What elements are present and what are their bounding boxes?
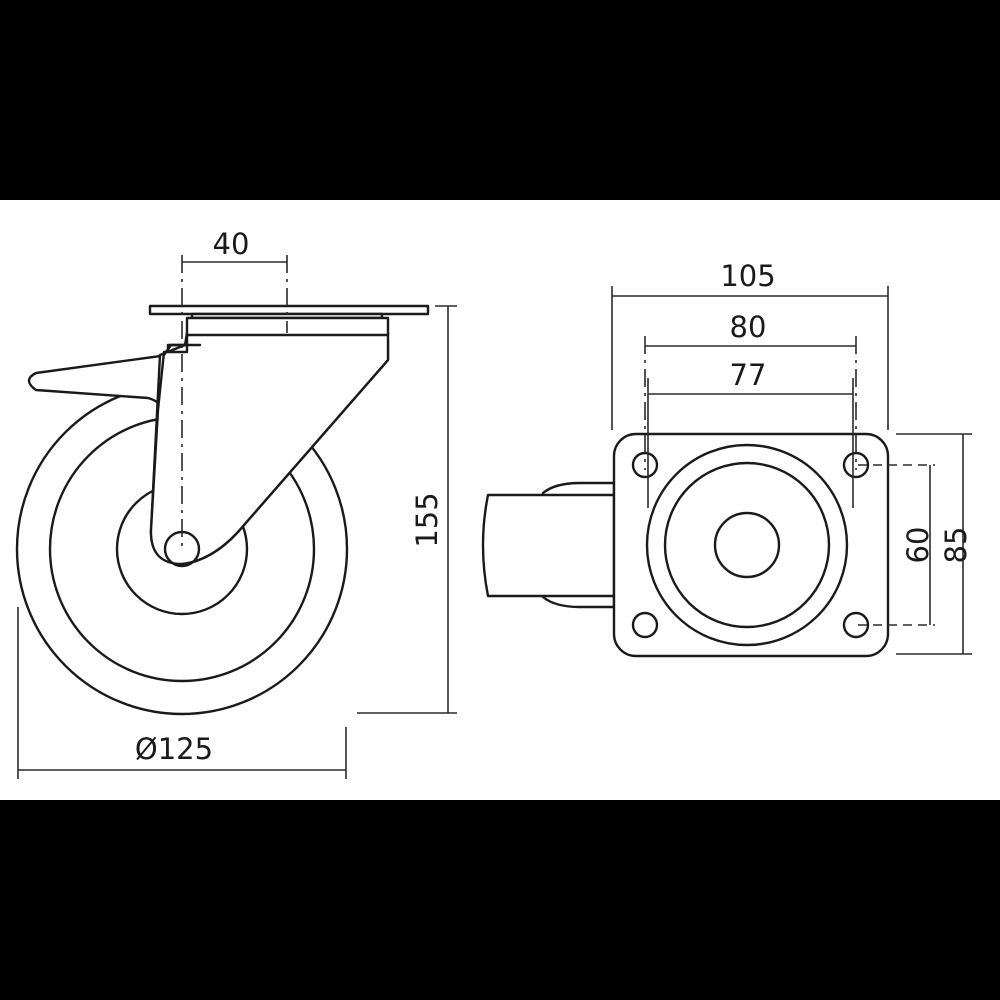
top-view: 105 80 77 60 85 [481,259,973,658]
wheel-side-top [481,493,616,598]
bearing-inner-circle [663,461,831,629]
bolt-hole-bottom-right [842,611,870,639]
technical-drawing: 40 155 Ø125 [15,227,973,779]
drawing-canvas: 40 155 Ø125 [0,200,1000,800]
side-view: 40 155 Ø125 [15,227,457,779]
top-black-band [0,0,1000,200]
kingpin-circle [713,511,781,579]
bearing-outer-circle [645,443,849,647]
dim-hole-spacing-min-label: 77 [730,358,767,392]
dim-offset-label: 40 [213,227,250,261]
bottom-black-band [0,800,1000,1000]
fork-body [149,331,390,566]
mounting-plate [612,432,890,658]
brake-step [162,343,202,357]
dim-hole-spacing-y-label: 60 [901,527,935,564]
dim-height-label: 155 [410,492,444,547]
dim-hole-spacing-max-label: 80 [730,310,767,344]
dim-diameter-label: Ø125 [135,732,213,766]
dim-plate-width-label: 105 [720,259,775,293]
bolt-hole-bottom-left [631,611,659,639]
dim-plate-length-label: 85 [939,527,973,564]
